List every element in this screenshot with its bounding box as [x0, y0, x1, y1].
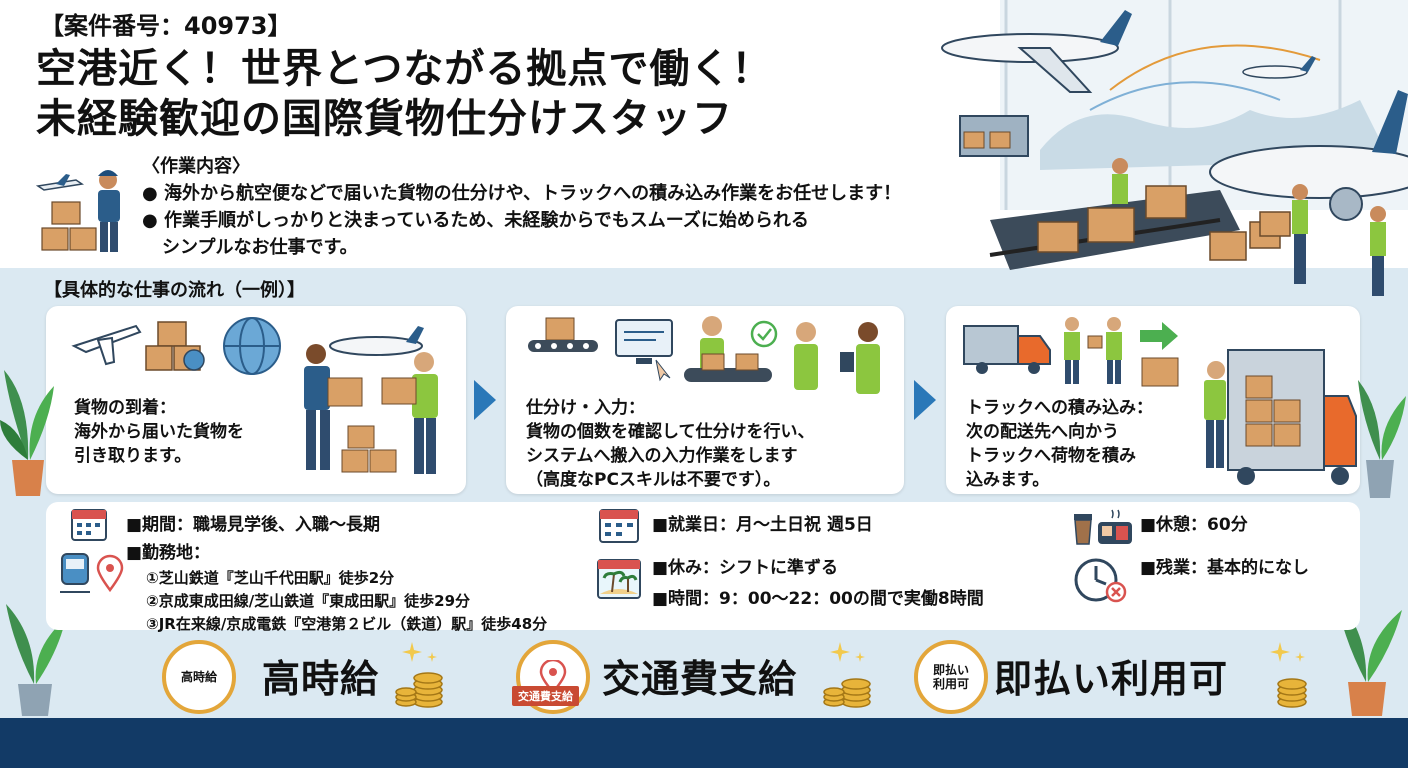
instant-pay-badge: 即払い 利用可	[914, 640, 988, 714]
plane-icon	[941, 10, 1132, 93]
clock-icon	[1074, 558, 1127, 603]
workers-with-cargo	[304, 326, 438, 474]
airport-hero-illustration	[941, 0, 1408, 296]
step-3-line-2: トラックへ荷物を積み	[966, 446, 1136, 466]
step-3-text: トラックへの積み込み： 次の配送先へ向かう トラックへ荷物を積み 込みます。	[966, 396, 1153, 492]
train-icon	[60, 553, 90, 593]
conveyor-icon	[528, 317, 598, 352]
step-3-title: トラックへの積み込み：	[966, 398, 1153, 418]
calendar-icon-workdays	[599, 509, 639, 543]
title-line-2: 未経験歓迎の国際貨物仕分けスタッフ	[36, 96, 733, 142]
step-2-line-3: （高度なPCスキルは不要です）。	[526, 470, 781, 490]
flow-arrow-2	[914, 380, 936, 420]
globe-icon	[223, 317, 281, 375]
coins-icon-3	[1270, 642, 1307, 708]
access-route-3: ③JR在来線/京成電鉄『空港第２ビル（鉄道）駅』徒歩48分	[146, 615, 548, 633]
job-details-panel	[46, 502, 1360, 630]
step-2-text: 仕分け・入力： 貨物の個数を確認して仕分けを行い、 システムへ搬入の入力作業をし…	[526, 396, 815, 492]
transport-label: 交通費支給	[602, 657, 798, 701]
worker-with-boxes-icon	[36, 170, 120, 252]
check-icon	[750, 320, 778, 348]
monitor-icon	[615, 319, 673, 382]
truck-loading-scene	[1204, 349, 1357, 485]
period-text: ■期間：職場見学後、入職〜長期	[126, 515, 381, 535]
work-content-heading: 〈作業内容〉	[142, 156, 250, 177]
step-1-line-1: 海外から届いた貨物を	[74, 422, 244, 442]
access-route-1: ①芝山鉄道『芝山千代田駅』徒歩2分	[146, 569, 395, 587]
step-2-line-1: 貨物の個数を確認して仕分けを行い、	[526, 422, 815, 442]
plant-icon	[0, 370, 54, 496]
high-pay-badge: 高時給	[162, 640, 236, 714]
beach-calendar-icon	[597, 559, 641, 599]
step-1-title: 貨物の到着：	[74, 398, 176, 418]
holidays-text: ■休み：シフトに準ずる	[652, 558, 839, 578]
step-2-title: 仕分け・入力：	[526, 398, 645, 418]
calendar-icon	[71, 509, 107, 541]
title-line-1: 空港近く！世界とつながる拠点で働く！	[36, 46, 773, 92]
instant-pay-badge-line-2: 利用可	[932, 677, 969, 691]
instant-pay-label: 即払い利用可	[994, 657, 1229, 701]
overtime-text: ■残業：基本的になし	[1140, 558, 1310, 578]
coins-icon-2	[823, 642, 871, 708]
loading-illustration	[963, 317, 1357, 485]
coffee-icon	[1074, 509, 1132, 545]
step-3-line-3: 込みます。	[966, 470, 1050, 490]
work-content-list: ● 海外から航空便などで届いた貨物の仕分けや、トラックへの積み込み作業をお任せし…	[142, 180, 901, 261]
step-3-line-1: 次の配送先へ向かう	[966, 422, 1119, 442]
footer-bar	[0, 718, 1408, 768]
transport-badge-ribbon: 交通費支給	[512, 686, 579, 706]
plane-icon	[71, 324, 142, 366]
worker-figures	[1112, 158, 1386, 296]
pin-icon	[539, 660, 567, 694]
high-pay-badge-label: 高時給	[180, 670, 217, 684]
break-text: ■休憩：60分	[1140, 515, 1248, 535]
hours-text: ■時間：9：00〜22：00の間で実働8時間	[652, 589, 984, 609]
workers-sorting	[684, 316, 880, 394]
access-route-2: ②京成東成田線/芝山鉄道『東成田駅』徒歩29分	[146, 592, 471, 610]
case-number: 【案件番号：40973】	[40, 12, 292, 40]
arrival-illustration	[71, 317, 438, 474]
flow-step-card-2: 仕分け・入力： 貨物の個数を確認して仕分けを行い、 システムへ搬入の入力作業をし…	[506, 306, 904, 494]
pin-icon	[96, 554, 124, 593]
work-bullet-2: ● 作業手順がしっかりと決まっているため、未経験からでもスムーズに始められる	[142, 210, 809, 231]
work-bullet-1: ● 海外から航空便などで届いた貨物の仕分けや、トラックへの積み込み作業をお任せし…	[142, 183, 902, 204]
instant-pay-badge-line-1: 即払い	[932, 663, 969, 677]
arrow-right-icon	[1140, 322, 1178, 350]
flow-step-card-3: トラックへの積み込み： 次の配送先へ向かう トラックへ荷物を積み 込みます。	[946, 306, 1360, 494]
truck-icon	[963, 325, 1051, 374]
plant-icon-right	[1358, 380, 1406, 498]
step-2-line-2: システムへ搬入の入力作業をします	[526, 446, 798, 466]
work-bullet-2-continued: シンプルなお仕事です。	[162, 237, 358, 258]
step-1-text: 貨物の到着： 海外から届いた貨物を 引き取ります。	[74, 396, 244, 468]
workdays-text: ■就業日：月〜土日祝 週5日	[652, 515, 873, 535]
plant-icon-bottom-left	[6, 604, 66, 716]
flow-step-card-1: 貨物の到着： 海外から届いた貨物を 引き取ります。	[46, 306, 466, 494]
coins-icon	[395, 642, 443, 708]
step-1-line-2: 引き取ります。	[74, 446, 192, 466]
workers-loading	[1064, 317, 1122, 384]
page-title: 空港近く！世界とつながる拠点で働く！ 未経験歓迎の国際貨物仕分けスタッフ	[36, 44, 772, 144]
train-pin-icon	[60, 553, 124, 593]
location-label: ■勤務地：	[126, 543, 211, 563]
flow-heading: 【具体的な仕事の流れ（一例）】	[44, 280, 305, 301]
sparkle-icon	[402, 642, 422, 662]
flow-arrow-1	[474, 380, 496, 420]
high-pay-label: 高時給	[262, 657, 380, 701]
sorting-illustration	[528, 316, 880, 394]
